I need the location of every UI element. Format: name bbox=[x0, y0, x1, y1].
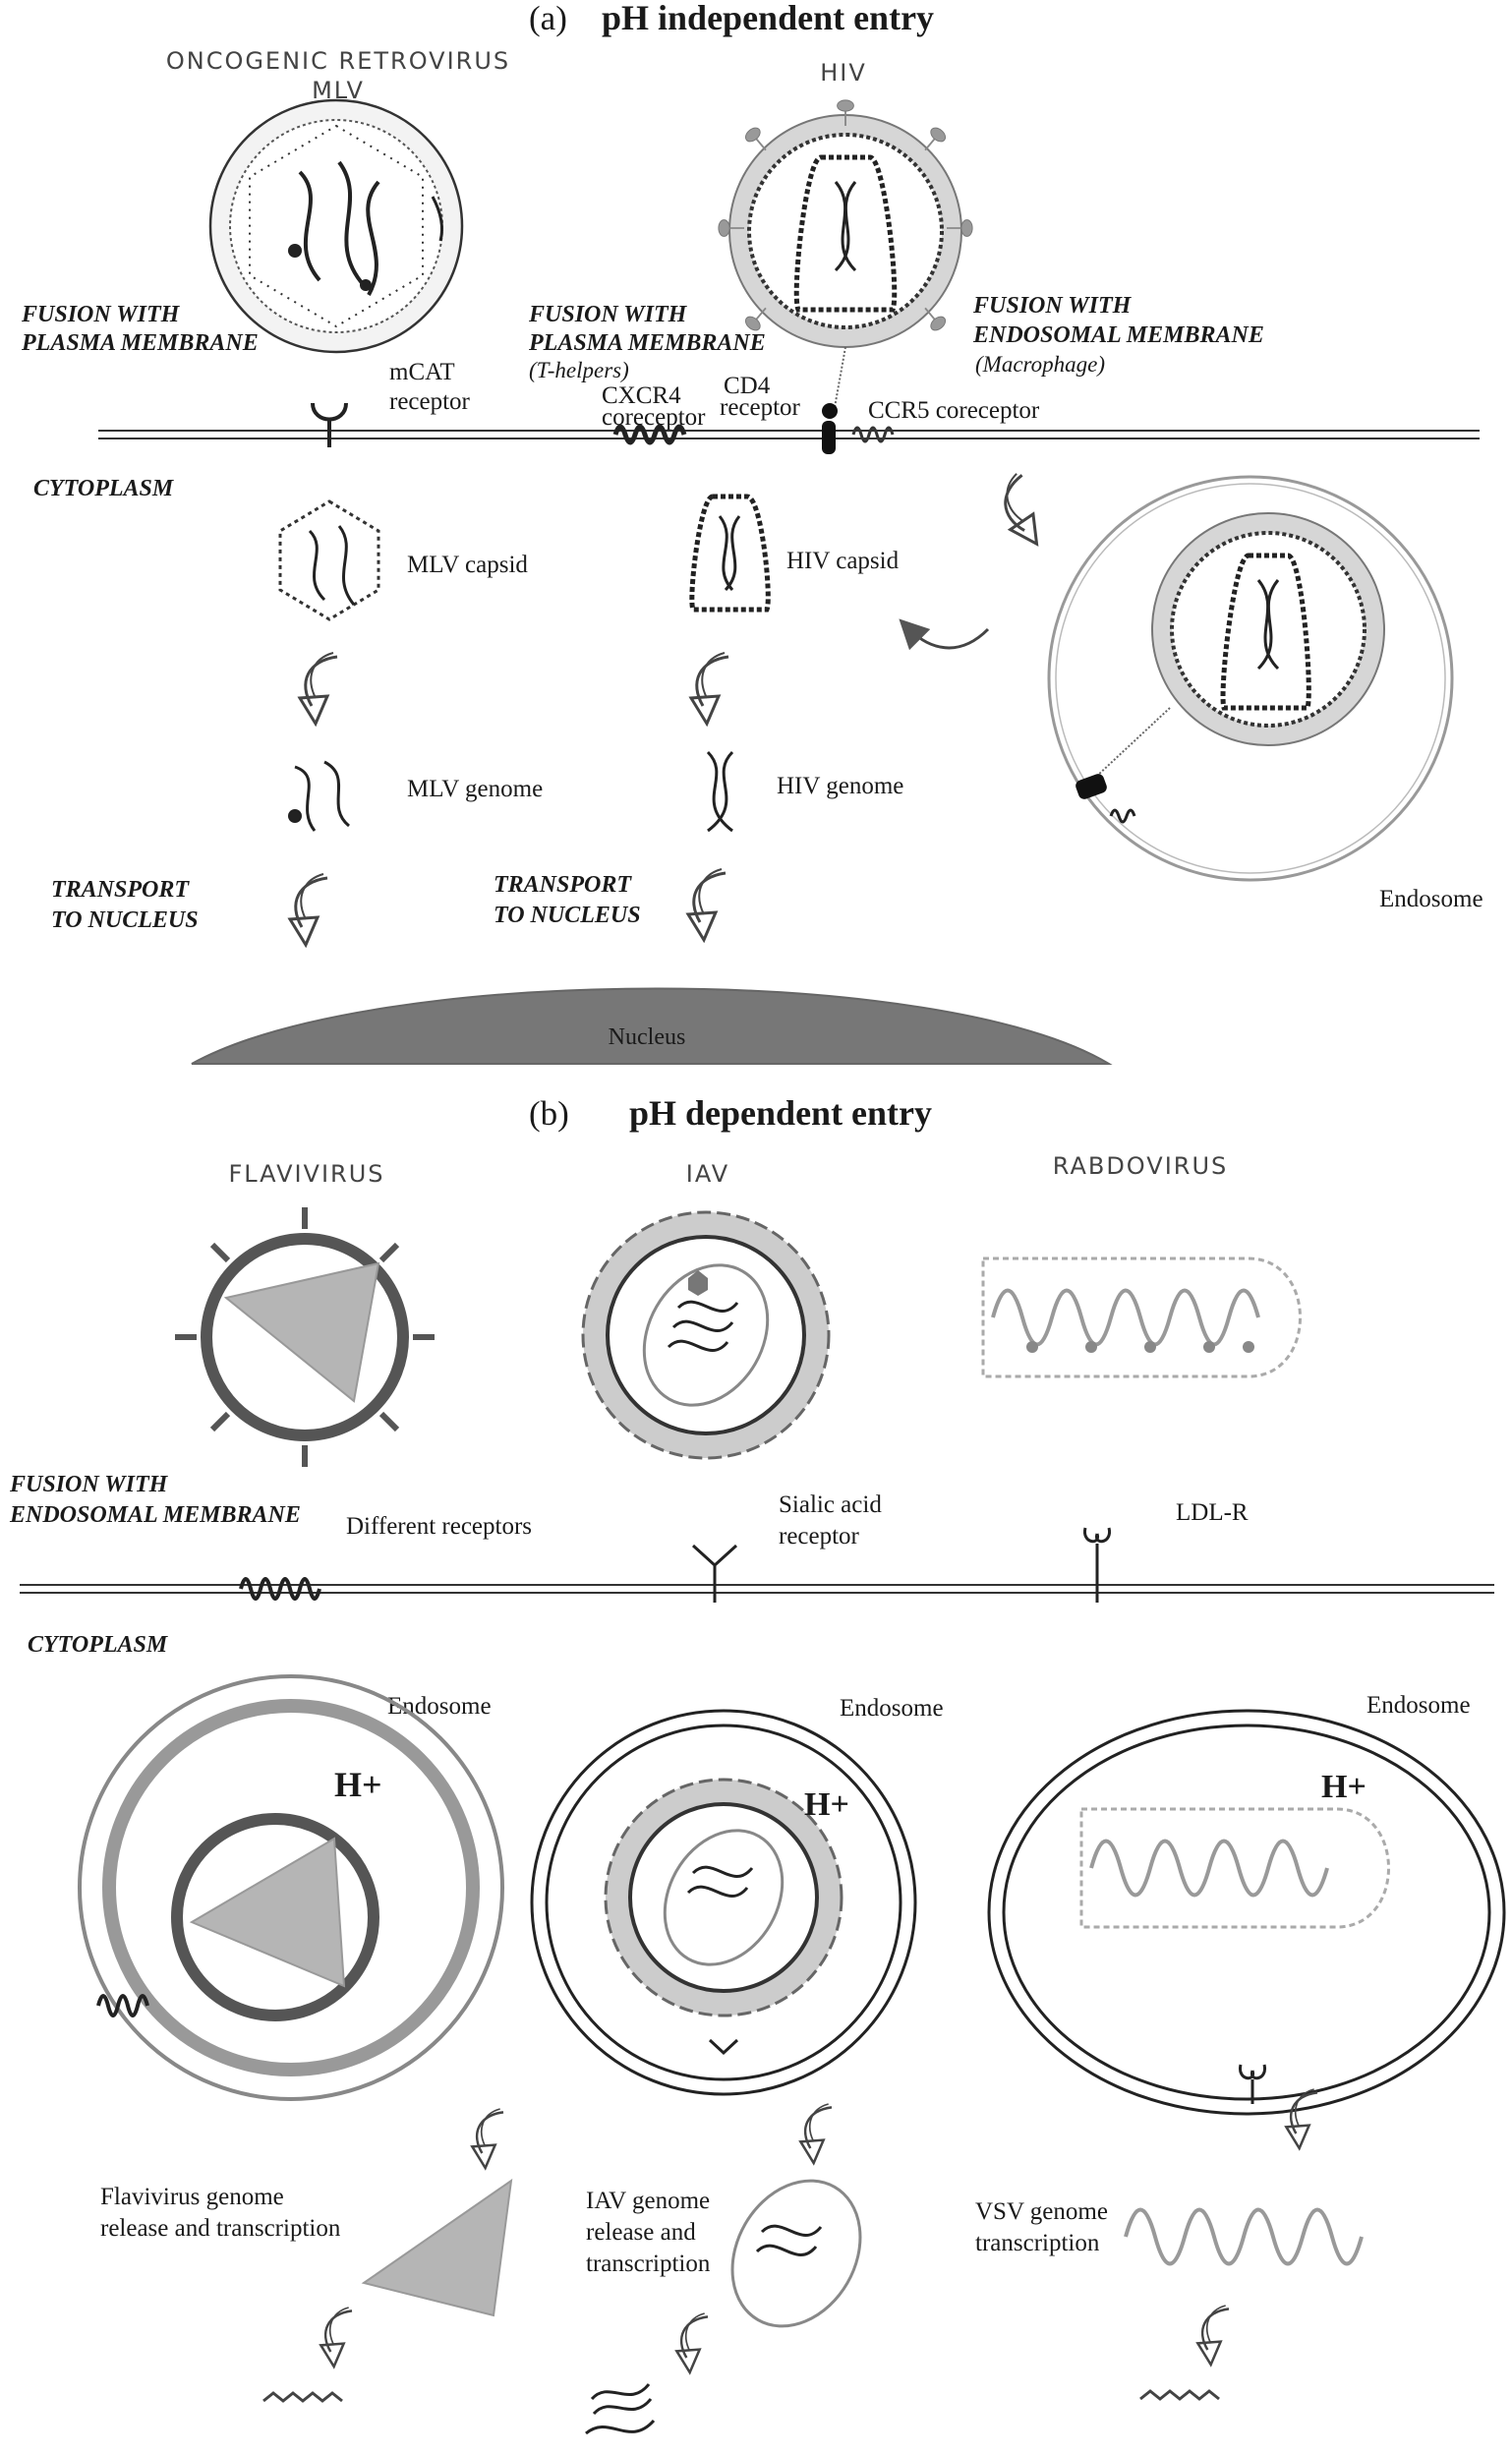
hplus-1: H+ bbox=[334, 1765, 382, 1804]
flavi-genome-text-line2: release and transcription bbox=[100, 2215, 341, 2242]
iav-genome-text-line2: release and bbox=[586, 2219, 696, 2246]
endosome-iav bbox=[530, 1709, 917, 2096]
cxcr4-coreceptor bbox=[612, 424, 687, 445]
arrow-iav-1 bbox=[799, 2102, 834, 2165]
mlv-capsid bbox=[278, 499, 380, 621]
arrow-from-endosome bbox=[899, 618, 990, 651]
mcat-receptor bbox=[311, 402, 348, 447]
panel-b-title: pH dependent entry bbox=[629, 1093, 932, 1133]
arrow-vsv-2 bbox=[1196, 2304, 1231, 2367]
mlv-virus-name-line1: ONCOGENIC RETROVIRUS bbox=[166, 47, 510, 75]
sialic-acid-label-line1: Sialic acid bbox=[779, 1491, 882, 1518]
transport-mlv-line2: TO NUCLEUS bbox=[51, 907, 199, 933]
mcat-label-line2: receptor bbox=[389, 388, 471, 415]
hiv-capsid bbox=[689, 494, 771, 613]
flavivirus-virion bbox=[175, 1207, 435, 1467]
cd4-label-line2: receptor bbox=[720, 394, 801, 421]
rabdovirus-virion bbox=[981, 1257, 1302, 1378]
mcat-label-line1: mCAT bbox=[389, 359, 455, 385]
arrow-iav-2 bbox=[675, 2311, 710, 2374]
vsv-genome-text-line2: transcription bbox=[975, 2230, 1100, 2256]
hiv-virus-name: HIV bbox=[820, 59, 867, 87]
iav-name: IAV bbox=[686, 1160, 729, 1188]
vsv-genome-text-line1: VSV genome bbox=[975, 2198, 1108, 2225]
endosome-flavi bbox=[78, 1674, 504, 2101]
endosome-vsv bbox=[987, 1709, 1506, 2116]
vsv-released-genome bbox=[1124, 2207, 1364, 2266]
hiv-genome-label: HIV genome bbox=[777, 773, 903, 799]
arrow-vsv-1 bbox=[1285, 2087, 1319, 2150]
arrow-flavi-2 bbox=[320, 2306, 354, 2368]
fusion-plasma-hiv-line2: PLASMA MEMBRANE bbox=[528, 330, 766, 356]
flavi-receptor bbox=[239, 1577, 321, 1601]
fusion-endosomal-line1: FUSION WITH bbox=[972, 293, 1133, 319]
iav-transcripts bbox=[585, 2383, 656, 2435]
hiv-endosome bbox=[1047, 475, 1454, 882]
cd4-label-line1: CD4 bbox=[724, 373, 771, 399]
hiv-genome bbox=[706, 750, 734, 833]
endosome-a-label: Endosome bbox=[1379, 886, 1483, 912]
mlv-genome-label: MLV genome bbox=[407, 776, 543, 802]
arrow-flavi-1 bbox=[471, 2107, 505, 2170]
transport-hiv-line1: TRANSPORT bbox=[494, 872, 632, 898]
endosome-1-label: Endosome bbox=[387, 1693, 492, 1720]
fusion-plasma-mlv-line2: PLASMA MEMBRANE bbox=[21, 330, 259, 356]
panel-a-letter: (a) bbox=[529, 0, 567, 37]
fusion-endosomal-b-line1: FUSION WITH bbox=[9, 1472, 169, 1497]
flavi-released-capsid bbox=[361, 2178, 513, 2317]
endosome-2-label: Endosome bbox=[840, 1695, 944, 1722]
plasma-membrane-a bbox=[98, 430, 1480, 439]
arrow-to-endosome bbox=[986, 470, 1058, 554]
nucleus bbox=[191, 987, 1113, 1065]
panel-a-title: pH independent entry bbox=[602, 0, 934, 37]
transport-hiv-line2: TO NUCLEUS bbox=[494, 903, 641, 928]
macrophage-label: (Macrophage) bbox=[975, 352, 1105, 377]
plasma-membrane-b bbox=[20, 1584, 1494, 1594]
cd4-receptor bbox=[822, 403, 838, 454]
arrow-mlv-1 bbox=[298, 651, 339, 726]
different-receptors-label: Different receptors bbox=[346, 1513, 532, 1540]
mlv-virion bbox=[208, 98, 464, 354]
ldlr-receptor bbox=[1083, 1527, 1111, 1603]
iav-virion bbox=[581, 1210, 831, 1460]
arrow-mlv-2 bbox=[288, 872, 329, 947]
flavi-genome-text-line1: Flavivirus genome bbox=[100, 2184, 284, 2210]
mlv-capsid-label: MLV capsid bbox=[407, 552, 528, 578]
nucleus-label: Nucleus bbox=[609, 1024, 686, 1050]
ccr5-coreceptor bbox=[851, 426, 895, 443]
ldlr-label: LDL-R bbox=[1176, 1499, 1249, 1526]
transport-mlv-line1: TRANSPORT bbox=[51, 877, 190, 903]
hiv-virion bbox=[717, 98, 974, 414]
arrow-hiv-2 bbox=[686, 867, 727, 942]
sialic-acid-label-line2: receptor bbox=[779, 1523, 860, 1549]
fusion-endosomal-b-line2: ENDOSOMAL MEMBRANE bbox=[9, 1502, 301, 1528]
rabdovirus-name: RABDOVIRUS bbox=[1053, 1152, 1229, 1180]
panel-b: (b) pH dependent entry FLAVIVIRUS IAV RA… bbox=[9, 1093, 1506, 2435]
iav-genome-text-line1: IAV genome bbox=[586, 2188, 710, 2214]
cytoplasm-b-label: CYTOPLASM bbox=[28, 1632, 169, 1658]
endosome-3-label: Endosome bbox=[1367, 1692, 1471, 1719]
flavivirus-name: FLAVIVIRUS bbox=[228, 1160, 384, 1188]
flavi-transcript bbox=[262, 2391, 343, 2403]
hplus-3: H+ bbox=[1321, 1769, 1367, 1805]
sialic-acid-receptor bbox=[691, 1544, 738, 1603]
fusion-plasma-hiv-line1: FUSION WITH bbox=[528, 302, 688, 327]
iav-released-core bbox=[730, 2179, 862, 2328]
panel-a: (a) pH independent entry ONCOGENIC RETRO… bbox=[21, 0, 1483, 1065]
panel-b-letter: (b) bbox=[529, 1094, 569, 1133]
arrow-hiv-1 bbox=[689, 651, 730, 726]
hplus-2: H+ bbox=[804, 1786, 849, 1823]
iav-genome-text-line3: transcription bbox=[586, 2250, 711, 2277]
mlv-genome bbox=[294, 760, 351, 832]
vsv-transcript bbox=[1139, 2389, 1220, 2401]
cxcr4-label-line1: CXCR4 bbox=[602, 382, 681, 409]
t-helpers-label: (T-helpers) bbox=[529, 358, 629, 382]
fusion-endosomal-line2: ENDOSOMAL MEMBRANE bbox=[972, 322, 1264, 348]
fusion-plasma-mlv-line1: FUSION WITH bbox=[21, 302, 181, 327]
cytoplasm-a-label: CYTOPLASM bbox=[33, 476, 175, 501]
hiv-capsid-label: HIV capsid bbox=[786, 548, 900, 574]
ccr5-label: CCR5 coreceptor bbox=[868, 397, 1040, 424]
